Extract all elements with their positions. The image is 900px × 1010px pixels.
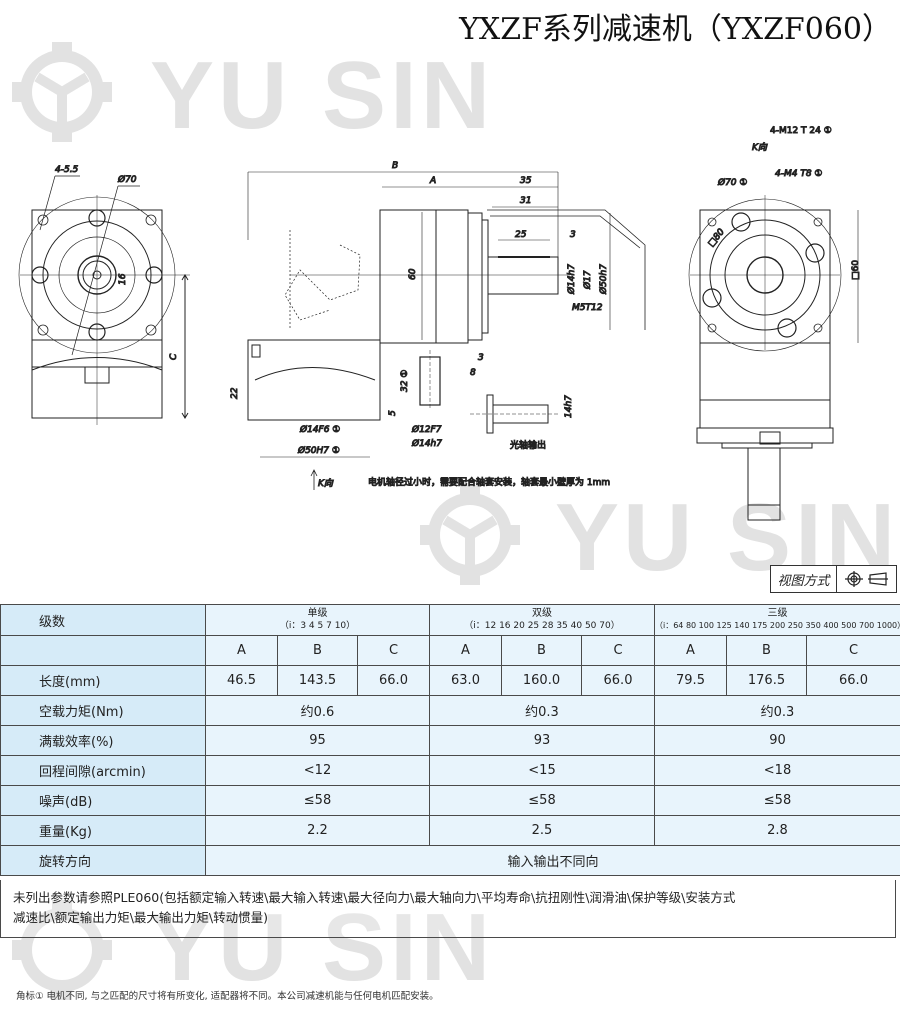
svg-text:B: B [392,161,398,171]
view-method-box: 视图方式 [770,565,897,593]
svg-text:A: A [429,176,436,186]
svg-text:Ø14h7: Ø14h7 [411,438,442,449]
svg-text:32 ①: 32 ① [400,370,410,392]
svg-text:Ø70 ①: Ø70 ① [717,177,747,188]
svg-text:14h7: 14h7 [564,395,574,418]
dim-holes: 4-5.5 [55,165,79,175]
table-row-efficiency: 满载效率(%) 95 93 90 [0,725,900,756]
gear-logo-icon [12,900,112,1000]
svg-text:Ø14F6 ①: Ø14F6 ① [299,424,340,435]
svg-text:□60: □60 [851,260,861,280]
svg-text:Ø14h7: Ø14h7 [566,264,577,295]
group-double: 双级 （i：12 16 20 25 28 35 40 50 70） [429,604,655,636]
corner-mark-note: 角标① 电机不同, 与之匹配的尺寸将有所变化, 适配器将不同。本公司减速机能与任… [16,991,439,1002]
table-row-rotation: 旋转方向 输入输出不同向 [0,845,900,876]
svg-text:25: 25 [515,230,527,240]
svg-text:35: 35 [520,176,532,186]
gear-logo-icon [420,485,520,585]
svg-text:60: 60 [408,268,418,280]
svg-text:C: C [169,353,179,360]
footnote-line-1: 未列出参数请参照PLE060(包括额定输入转速\最大输入转速\最大径向力\最大轴… [13,890,736,905]
svg-text:光轴输出: 光轴输出 [510,439,546,451]
svg-text:16: 16 [118,273,128,285]
svg-text:8: 8 [470,368,476,378]
first-angle-projection-icon [837,566,896,592]
table-row-no-load-torque: 空载力矩(Nm) 约0.6 约0.3 约0.3 [0,695,900,726]
svg-text:31: 31 [520,196,531,206]
svg-text:M5T12: M5T12 [572,303,603,313]
spec-table: 级数 单级 （i：3 4 5 7 10） 双级 （i：12 16 20 25 2… [0,604,900,876]
watermark-bottom: YU SIN [150,894,495,1001]
svg-text:Ø12F7: Ø12F7 [411,424,442,435]
watermark-top: YU SIN [150,42,495,149]
footnote-box: 未列出参数请参照PLE060(包括额定输入转速\最大输入转速\最大径向力\最大轴… [0,880,896,938]
svg-text:Ø50H7 ①: Ø50H7 ① [297,445,340,456]
table-row-stage: 级数 单级 （i：3 4 5 7 10） 双级 （i：12 16 20 25 2… [0,604,900,636]
header-empty [0,635,206,666]
footnote-line-2: 减速比\额定输出力矩\最大输出力矩\转动惯量) [13,910,269,925]
view-method-label: 视图方式 [771,566,837,592]
svg-text:K向: K向 [318,478,334,489]
group-single: 单级 （i：3 4 5 7 10） [205,604,430,636]
svg-text:3: 3 [570,230,576,240]
front-view: C 4-5.5 Ø70 16 [18,165,190,425]
group-triple: 三级 （i：64 80 100 125 140 175 200 250 350 … [654,604,900,636]
svg-text:22: 22 [230,387,240,399]
svg-text:4-M4 T8 ①: 4-M4 T8 ① [775,169,822,179]
gear-logo-icon [12,42,112,142]
dim-pcd: Ø70 [117,174,137,185]
technical-drawing: C 4-5.5 Ø70 16 B A 35 31 25 3 60 Ø14h7 Ø… [0,110,900,590]
side-view: B A 35 31 25 3 60 Ø14h7 Ø17 Ø50h7 M5T12 [230,161,646,490]
svg-text:电机轴径过小时，需要配合轴套安装，轴套最小壁厚为 1mm: 电机轴径过小时，需要配合轴套安装，轴套最小壁厚为 1mm [368,476,610,488]
table-row-weight: 重量(Kg) 2.2 2.5 2.8 [0,815,900,846]
svg-text:5: 5 [388,410,398,416]
header-stage-label: 级数 [0,604,206,636]
table-row-backlash: 回程间隙(arcmin) <12 <15 <18 [0,755,900,786]
svg-text:4-M12 T 24 ①: 4-M12 T 24 ① [770,126,832,136]
k-view: 4-M12 T 24 ① K向 4-M4 T8 ① Ø70 ① □60 □80 [688,126,862,521]
svg-text:Ø17: Ø17 [582,270,593,290]
svg-text:K向: K向 [752,142,768,153]
page-title: YXZF系列减速机（YXZF060） [459,12,892,47]
svg-text:3: 3 [478,353,484,363]
svg-text:Ø50h7: Ø50h7 [598,264,609,295]
table-row-noise: 噪声(dB) ≤58 ≤58 ≤58 [0,785,900,816]
